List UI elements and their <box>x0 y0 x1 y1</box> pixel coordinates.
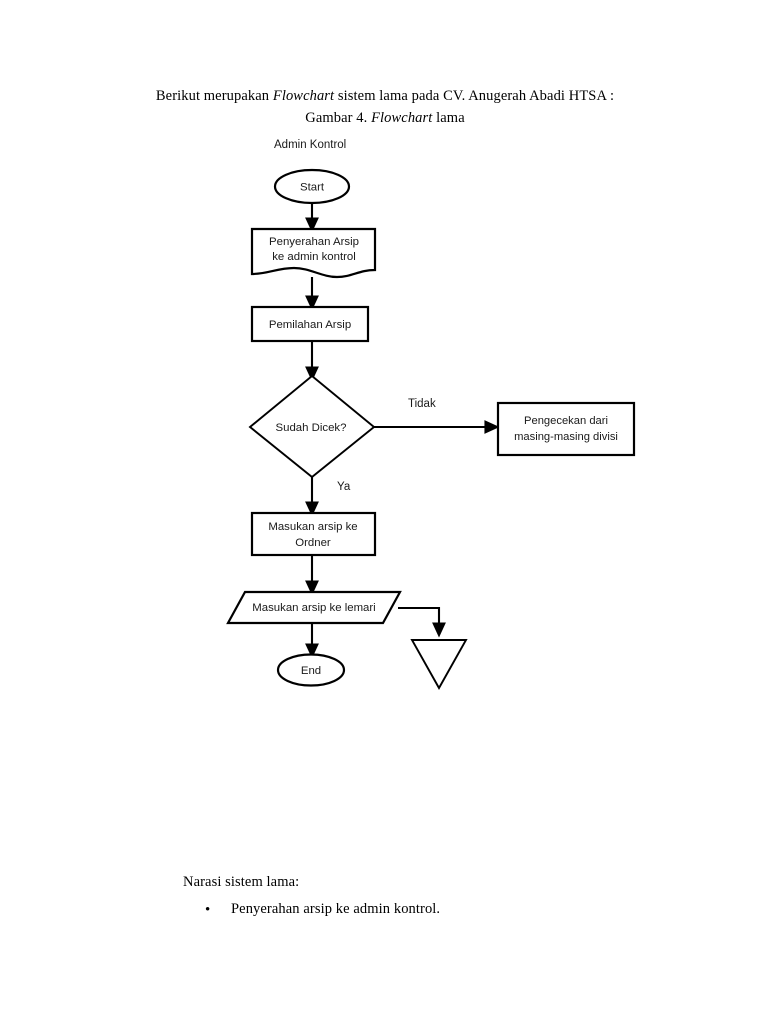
intro-text-after: sistem lama pada CV. Anugerah Abadi HTSA… <box>334 88 615 104</box>
node-sudah-dicek-label: Sudah Dicek? <box>276 422 347 434</box>
node-triangle-down <box>410 639 468 690</box>
edge-label-ya: Ya <box>337 481 351 493</box>
edge-label-tidak: Tidak <box>408 398 436 410</box>
node-penyerahan-arsip-label-line1: Penyerahan Arsip <box>269 236 359 248</box>
node-masukan-arsip-ordner-shape <box>250 511 377 557</box>
node-masukan-arsip-lemari: Masukan arsip ke lemari <box>226 590 402 625</box>
swimlane-label-admin-kontrol: Admin Kontrol <box>274 139 347 151</box>
node-penyerahan-arsip: Penyerahan Arsip ke admin kontrol <box>250 227 377 279</box>
list-item: • Penyerahan arsip ke admin kontrol. <box>183 899 643 921</box>
node-masukan-arsip-lemari-shape <box>226 590 402 625</box>
node-pengecekan-divisi-label-line1: Pengecekan dari <box>524 415 608 427</box>
node-pengecekan-divisi: Pengecekan dari masing-masing divisi <box>496 401 636 457</box>
intro-italic-flowchart: Flowchart <box>272 88 335 104</box>
node-masukan-arsip-lemari-label: Masukan arsip ke lemari <box>252 602 375 614</box>
narasi-heading: Narasi sistem lama: <box>183 874 300 890</box>
caption-suffix: lama <box>432 110 465 126</box>
node-start-shape <box>273 168 351 205</box>
node-start-label: Start <box>300 182 325 194</box>
bullet-icon: • <box>205 902 211 918</box>
node-sudah-dicek: Sudah Dicek? <box>248 374 376 479</box>
connector-lemari-to-triangle <box>398 606 446 638</box>
node-pemilahan-arsip-shape <box>250 305 370 343</box>
node-end-label: End <box>301 665 321 677</box>
node-sudah-dicek-shape <box>248 374 376 479</box>
node-pemilahan-arsip: Pemilahan Arsip <box>250 305 370 343</box>
node-pemilahan-arsip-label: Pemilahan Arsip <box>269 319 351 331</box>
intro-sentence: Berikut merupakan Flowchart sistem lama … <box>150 86 620 107</box>
figure-caption: Gambar 4. Flowchart lama <box>150 108 620 129</box>
node-pengecekan-divisi-shape <box>496 401 636 457</box>
node-masukan-arsip-ordner: Masukan arsip ke Ordner <box>250 511 377 557</box>
node-start: Start <box>273 168 351 205</box>
node-pengecekan-divisi-label-line2: masing-masing divisi <box>514 431 618 443</box>
intro-text-before: Berikut merupakan <box>155 88 273 104</box>
node-end: End <box>276 653 346 687</box>
caption-prefix: Gambar 4. <box>305 110 372 126</box>
node-penyerahan-arsip-shape <box>250 227 377 279</box>
node-penyerahan-arsip-label-line2: ke admin kontrol <box>272 251 356 263</box>
node-masukan-arsip-ordner-label-line2: Ordner <box>295 537 331 549</box>
list-item-text: Penyerahan arsip ke admin kontrol. <box>231 901 441 917</box>
narasi-list: • Penyerahan arsip ke admin kontrol. <box>183 899 643 921</box>
node-end-shape <box>276 653 346 687</box>
caption-italic-flowchart: Flowchart <box>371 110 433 126</box>
node-triangle-down-shape <box>410 639 468 690</box>
node-masukan-arsip-ordner-label-line1: Masukan arsip ke <box>268 521 357 533</box>
